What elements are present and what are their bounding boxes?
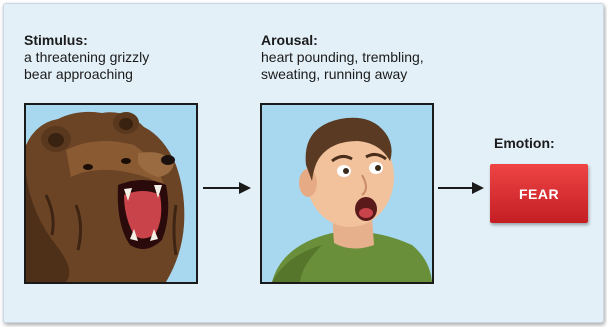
emotion-fear-box: FEAR	[490, 164, 588, 223]
emotion-value: FEAR	[519, 186, 559, 202]
arrow-right-icon	[203, 181, 251, 195]
arousal-line-2: sweating, running away	[261, 66, 407, 83]
arousal-picture	[260, 103, 434, 284]
stimulus-line-2: bear approaching	[24, 66, 133, 83]
stimulus-heading: Stimulus:	[24, 32, 88, 49]
arousal-heading: Arousal:	[261, 32, 318, 49]
emotion-heading: Emotion:	[494, 135, 555, 152]
grizzly-bear-illustration	[26, 105, 196, 282]
arousal-line-1: heart pounding, trembling,	[261, 49, 424, 66]
frightened-man-illustration	[262, 105, 432, 282]
arrow-right-icon	[438, 181, 484, 195]
stimulus-line-1: a threatening grizzly	[24, 49, 149, 66]
stimulus-picture	[24, 103, 198, 284]
